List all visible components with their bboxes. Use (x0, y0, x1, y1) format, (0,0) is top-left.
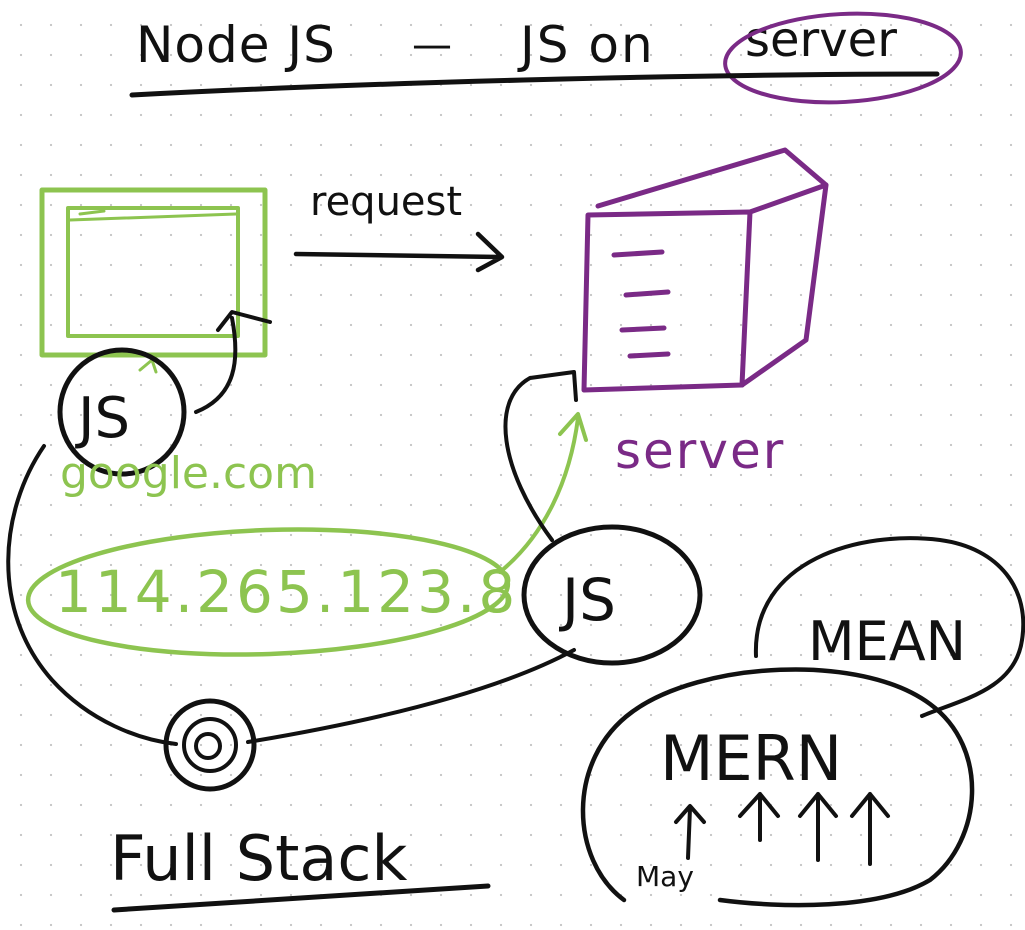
hostname-text: google.com (60, 448, 317, 499)
title-js-on: JS on (517, 16, 655, 74)
full-stack-target-icon (163, 698, 257, 792)
ip-to-server-arrow (498, 412, 588, 574)
js-to-browser-arrow (194, 310, 272, 414)
mern-note: May (636, 860, 694, 893)
full-stack-underline (111, 883, 491, 913)
browser-window (39, 187, 268, 374)
server-js-circle (521, 524, 703, 666)
mean-label: MEAN (808, 610, 966, 673)
title-underline (129, 71, 940, 98)
client-js-circle (57, 347, 187, 477)
server-label: server (615, 422, 785, 480)
request-label: request (310, 179, 462, 225)
full-stack-loop (6, 444, 178, 746)
server-js-label: JS (559, 566, 616, 634)
ip-address-text: 114.265.123.8 (55, 558, 518, 626)
full-stack-loop-right (246, 648, 576, 744)
mern-label: MERN (660, 722, 842, 795)
server-highlight-circle (723, 11, 963, 105)
ip-ellipse (25, 527, 511, 657)
title-node-js: Node JS (136, 16, 336, 74)
title-dash: — (412, 22, 452, 68)
client-js-label: JS (75, 386, 130, 451)
title-server-highlight: server (745, 12, 897, 68)
mean-bubble (753, 536, 1025, 718)
request-arrow (293, 231, 505, 273)
mern-up-arrows (674, 792, 890, 866)
js-to-server-arrow (503, 370, 578, 542)
mern-blob (580, 667, 975, 908)
server-box-icon (581, 147, 829, 393)
full-stack-label: Full Stack (110, 822, 407, 895)
